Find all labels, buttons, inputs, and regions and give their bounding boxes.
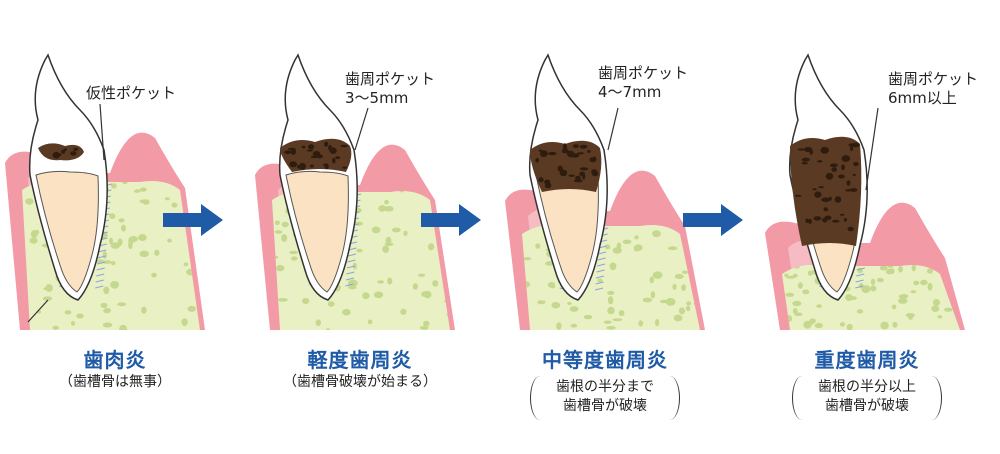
callout-leader	[607, 107, 619, 151]
tooth-root	[35, 170, 99, 293]
note-line: （歯槽骨破壊が始まる）	[283, 374, 437, 390]
callout-stage-4: 歯周ポケット 6mm以上	[888, 70, 978, 108]
stage-note-severe: 歯根の半分以上 歯槽骨が破壊	[742, 378, 992, 416]
callout-line: 3～5mm	[345, 89, 409, 107]
stage-title-gingivitis: 歯肉炎	[83, 348, 147, 372]
stage-title-mild: 軽度歯周炎	[307, 348, 413, 372]
tartar-deposit	[790, 136, 862, 246]
tartar-spots	[52, 147, 79, 159]
note-line: 歯根の半分以上	[818, 379, 916, 395]
bone-leader	[27, 299, 49, 323]
callout-line: 歯周ポケット	[888, 70, 979, 88]
callout-stage-2: 歯周ポケット 3～5mm	[345, 70, 435, 108]
progression-arrow-1	[163, 204, 223, 236]
callout-line: 仮性ポケット	[86, 84, 177, 102]
stage-1-drawing	[5, 53, 205, 330]
callout-leader	[354, 107, 369, 151]
callout-stage-1: 仮性ポケット	[86, 84, 176, 103]
stage-title-moderate: 中等度歯周炎	[542, 348, 668, 372]
tartar-spots	[284, 141, 349, 170]
stage-4-drawing	[765, 53, 965, 330]
note-line: （歯槽骨は無事）	[59, 374, 171, 390]
progression-arrow-2	[421, 204, 481, 236]
note-bracket-severe	[792, 376, 942, 420]
tartar-deposit	[38, 143, 84, 161]
callout-line: 歯周ポケット	[598, 64, 689, 82]
note-line: 歯槽骨が破壊	[825, 398, 909, 414]
note-line: 歯槽骨が破壊	[563, 398, 647, 414]
stage-title-severe: 重度歯周炎	[814, 348, 920, 372]
callout-leader	[865, 107, 879, 191]
callout-line: 歯周ポケット	[345, 70, 436, 88]
stage-note-moderate: 歯根の半分まで 歯槽骨が破壊	[480, 378, 730, 416]
callout-stage-3: 歯周ポケット 4～7mm	[598, 64, 688, 102]
progression-arrow-3	[683, 204, 743, 236]
stage-2-drawing	[255, 53, 455, 330]
note-bracket-moderate	[530, 376, 680, 420]
tartar-spots	[535, 143, 599, 189]
callout-line: 4～7mm	[598, 83, 662, 101]
stage-3-drawing	[505, 53, 705, 330]
stage-note-gingivitis: （歯槽骨は無事）	[0, 373, 240, 392]
callout-leader	[99, 103, 105, 161]
tooth-root	[285, 170, 349, 293]
stage-note-mild: （歯槽骨破壊が始まる）	[235, 373, 485, 392]
note-line: 歯根の半分まで	[556, 379, 654, 395]
tartar-spots	[794, 142, 860, 232]
callout-line: 6mm以上	[888, 89, 957, 107]
